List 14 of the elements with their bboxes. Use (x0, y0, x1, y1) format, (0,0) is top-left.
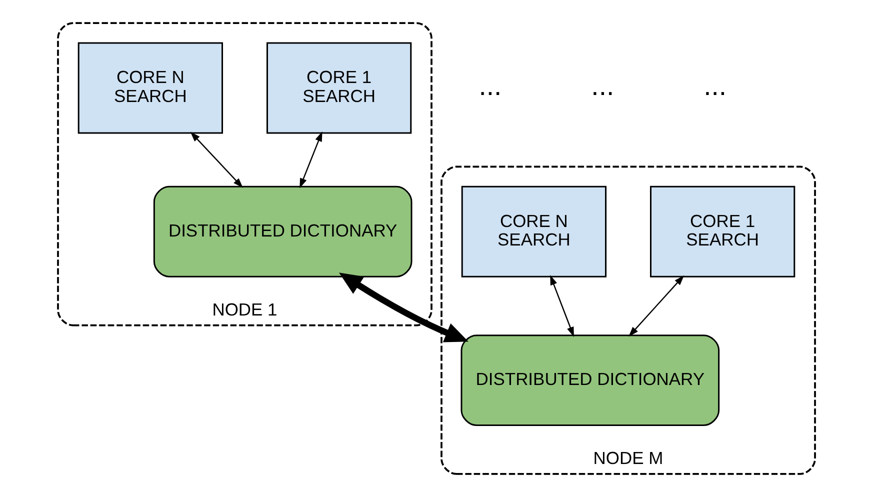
label: ... (478, 70, 502, 101)
arrow (190, 132, 242, 188)
node-box: CORE N SEARCH (77, 42, 222, 134)
label: ... (703, 70, 726, 101)
arrow (299, 131, 322, 188)
node-box: DISTRIBUTED DICTIONARY (152, 186, 412, 278)
node-box: CORE 1 SEARCH (266, 42, 412, 134)
node-box: DISTRIBUTED DICTIONARY (460, 334, 720, 426)
label: ... (590, 70, 614, 101)
arrow (628, 275, 684, 337)
node-box: CORE N SEARCH (460, 186, 606, 278)
arrow (338, 272, 468, 342)
node-box: CORE 1 SEARCH (650, 186, 795, 278)
arrow (550, 274, 574, 337)
